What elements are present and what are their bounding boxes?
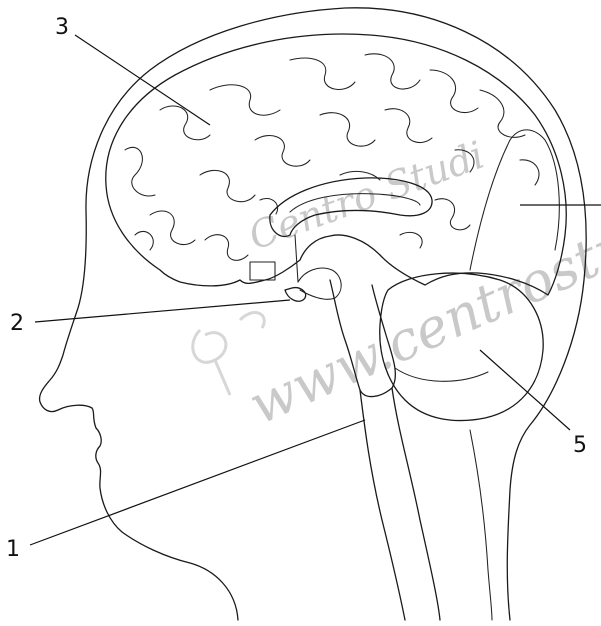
label-5: 5 [573, 433, 587, 458]
leader-1 [30, 420, 365, 545]
watermark-script: Centro Studi [243, 133, 490, 259]
neck-back-line [470, 430, 492, 620]
cerebrum-outline [106, 34, 566, 295]
leader-5 [480, 350, 570, 430]
spinal-cord-right [392, 388, 440, 620]
leader-3 [75, 35, 210, 125]
label-3: 3 [55, 15, 69, 40]
hypothalamus-area [298, 268, 341, 299]
label-1: 1 [6, 537, 20, 562]
optic-chiasm-area [250, 262, 275, 280]
label-2: 2 [10, 311, 24, 336]
watermark-url: www.centrostu [240, 212, 601, 437]
leader-2 [35, 300, 290, 322]
pituitary-region [285, 288, 306, 302]
